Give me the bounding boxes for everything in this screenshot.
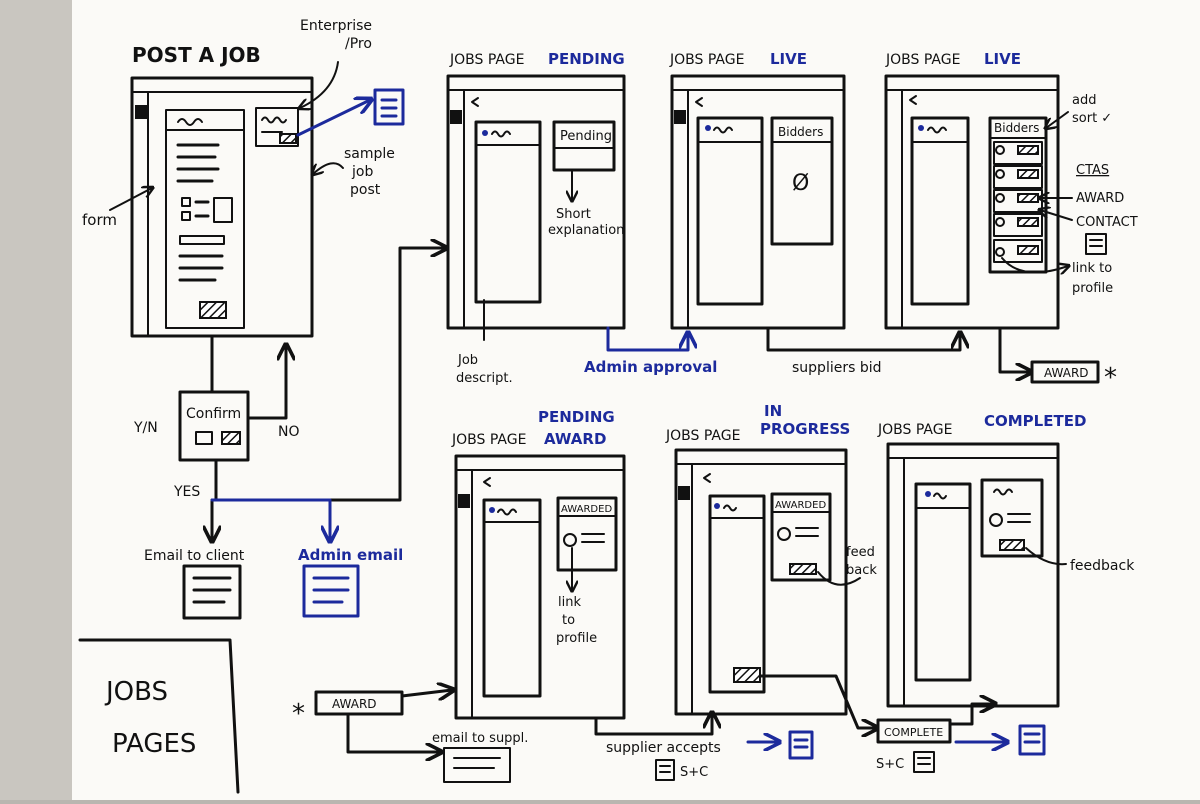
pending-screen (446, 74, 626, 330)
no-label: NO (278, 424, 300, 440)
award-cta-label: AWARD (1076, 191, 1124, 206)
sc1-doc-icon (655, 759, 675, 781)
pending-card-label: Pending (560, 129, 612, 144)
pending-award-status: AWARD (544, 430, 606, 448)
contact-cta-label: CONTACT (1076, 215, 1138, 230)
complete-to-page-arrow (948, 704, 994, 726)
yn-label: Y/N (133, 420, 158, 436)
in-progress-feedback-pointer (817, 571, 861, 586)
admin-approval-arrow (606, 326, 688, 352)
award-tag2-star: * (292, 699, 305, 729)
paper-sheet (72, 0, 1200, 800)
completed-screen (886, 442, 1060, 708)
completed-feedback: feedback (1070, 558, 1135, 574)
award-to-email-arrow (346, 712, 440, 752)
title-line1: JOBS (104, 677, 168, 707)
in-progress-card: AWARDED (775, 500, 826, 511)
live2-screen (884, 74, 1060, 330)
pending-screen-title: JOBS PAGE (449, 52, 524, 68)
yes-label: YES (173, 484, 200, 500)
contact-cta-pointer (1040, 210, 1073, 221)
pending-award-status-top: PENDING (538, 408, 615, 426)
in-progress-title: JOBS PAGE (665, 428, 740, 444)
sc2-doc-icon (913, 751, 935, 773)
award-to-page-arrow (400, 690, 452, 696)
award-tag-arrow (998, 326, 1030, 372)
enterprise-arrow (296, 100, 370, 137)
pending-award-screen (454, 454, 626, 720)
contact-doc-icon (1085, 233, 1107, 255)
sc2-label: S+C (876, 757, 904, 772)
form-label: form (82, 211, 117, 229)
pending-award-card: AWARDED (561, 504, 612, 515)
confirm-dialog (178, 390, 250, 462)
award-tag-box (1030, 360, 1100, 384)
in-progress-status-top: IN (764, 402, 782, 420)
live1-panel-label: Bidders (778, 125, 823, 139)
live2-panel-label: Bidders (994, 121, 1039, 135)
in-progress-status: PROGRESS (760, 420, 850, 438)
supplier-accepts-arrow (594, 714, 712, 736)
live1-screen (670, 74, 846, 330)
sc1-label: S+C (680, 765, 708, 780)
title-line2: PAGES (112, 729, 196, 759)
left-shadow (0, 0, 72, 800)
enterprise-doc-icon (373, 88, 405, 126)
enterprise-label: Enterprise/Pro (300, 18, 372, 52)
form-pointer (109, 188, 152, 211)
supplier-accepts-doc-icon (788, 730, 814, 760)
email-suppl-label: email to suppl. (432, 731, 528, 746)
enterprise-pointer (300, 61, 339, 108)
suppliers-bid-arrow (766, 326, 960, 352)
sample-pointer (313, 162, 344, 174)
post-job-screen (130, 76, 314, 338)
completed-feedback-pointer (1025, 547, 1067, 566)
award-tag-label: AWARD (1044, 366, 1089, 380)
live1-empty-symbol: Ø (792, 171, 809, 196)
award-tag2-label: AWARD (332, 697, 377, 711)
ctas-label: CTAS (1076, 163, 1109, 178)
title-box (78, 638, 240, 794)
suppliers-bid-label: suppliers bid (792, 360, 882, 376)
pending-award-title: JOBS PAGE (451, 432, 526, 448)
award-tag-star: * (1104, 363, 1117, 393)
award-tag2-box (314, 690, 404, 716)
completed-status: COMPLETED (984, 412, 1086, 430)
yes-arrow (214, 248, 445, 502)
complete-tag-box (876, 718, 952, 744)
to-complete-arrow (758, 674, 876, 728)
no-arrow (246, 346, 286, 420)
live2-screen-status: LIVE (984, 50, 1021, 68)
admin-email-doc-icon (302, 564, 360, 618)
email-client-doc-icon (182, 564, 242, 620)
link-profile-pointer (1001, 257, 1068, 272)
to-admin-email-arrow (210, 498, 330, 540)
live1-screen-title: JOBS PAGE (669, 52, 744, 68)
post-job-title: POST A JOB (132, 43, 261, 67)
email-suppl-doc-icon (443, 747, 511, 783)
admin-approval-label: Admin approval (584, 358, 717, 376)
admin-email-label: Admin email (298, 546, 403, 564)
email-client-label: Email to client (144, 548, 245, 564)
pending-screen-status: PENDING (548, 50, 625, 68)
complete-doc-icon (1018, 724, 1046, 756)
complete-tag-label: COMPLETE (884, 726, 943, 739)
add-sort-pointer (1046, 111, 1069, 128)
completed-title: JOBS PAGE (877, 422, 952, 438)
live2-screen-title: JOBS PAGE (885, 52, 960, 68)
supplier-accepts-label: supplier accepts (606, 740, 721, 756)
confirm-label: Confirm (186, 406, 241, 422)
live1-screen-status: LIVE (770, 50, 807, 68)
